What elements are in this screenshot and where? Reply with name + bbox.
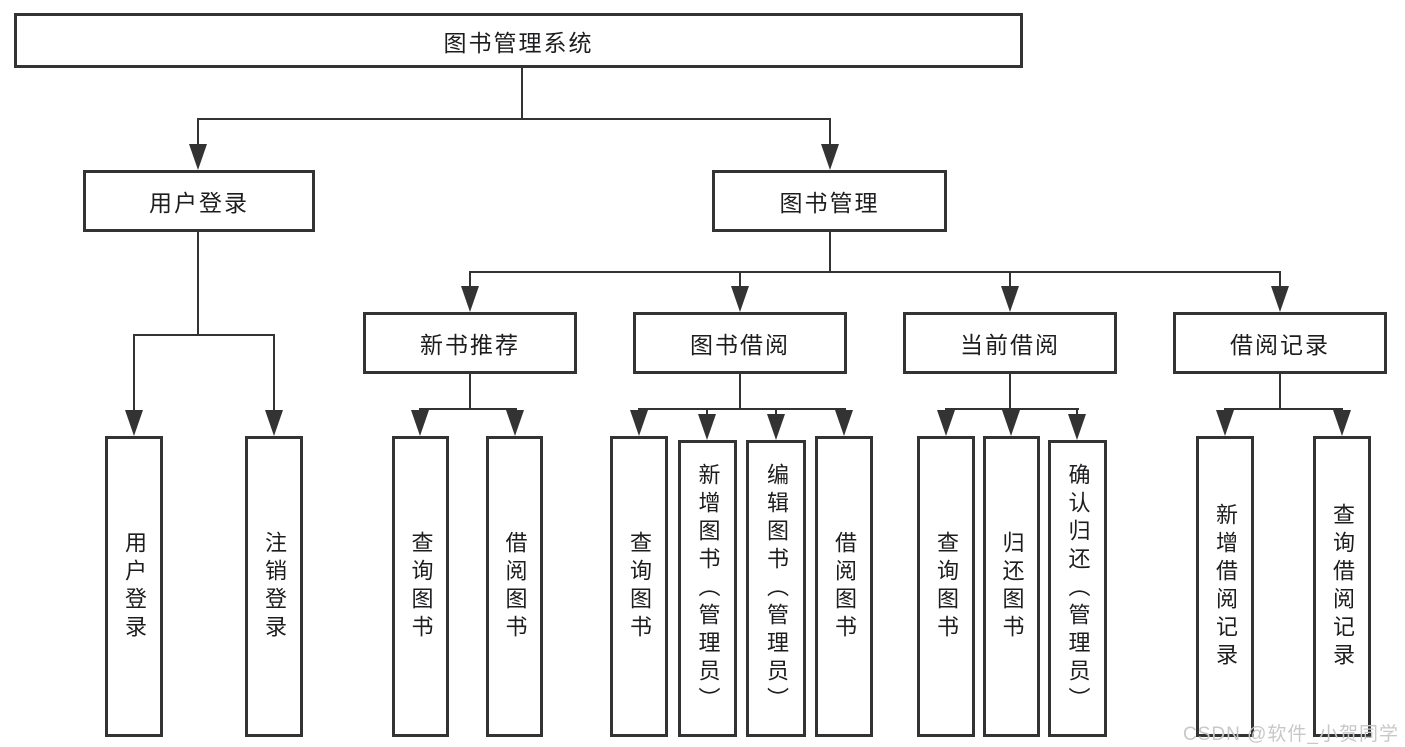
arrow-down-icon bbox=[411, 410, 429, 436]
connector-book-borrow-stem bbox=[739, 374, 741, 410]
node-new-books: 新书推荐 bbox=[363, 312, 577, 374]
leaf-borrow-query: 查询图书 bbox=[610, 436, 668, 737]
watermark: CSDN @软件_小贺同学 bbox=[1183, 724, 1399, 745]
node-borrow-records: 借阅记录 bbox=[1173, 312, 1387, 374]
arrow-down-icon bbox=[1216, 410, 1234, 436]
arrow-down-icon bbox=[835, 410, 853, 436]
connector-to-user-login bbox=[197, 118, 199, 146]
arrow-down-icon bbox=[189, 144, 207, 170]
leaf-logout: 注销登录 bbox=[245, 436, 303, 737]
arrow-down-icon bbox=[937, 410, 955, 436]
leaf-current-confirm-admin: 确认归还（管理员） bbox=[1048, 440, 1107, 737]
connector-leaf-stem bbox=[1076, 408, 1078, 418]
leaf-new-books-query: 查询图书 bbox=[392, 436, 449, 737]
leaf-current-return: 归还图书 bbox=[983, 436, 1040, 737]
arrow-down-icon bbox=[821, 144, 839, 170]
arrow-down-icon bbox=[1068, 414, 1086, 440]
connector-root-branch bbox=[197, 118, 831, 120]
arrow-down-icon bbox=[461, 286, 479, 312]
connector-to-book-borrow bbox=[739, 271, 741, 288]
arrow-down-icon bbox=[265, 410, 283, 436]
leaf-user-login: 用户登录 bbox=[105, 436, 163, 737]
arrow-down-icon bbox=[125, 410, 143, 436]
connector-leaf-stem bbox=[706, 408, 708, 418]
leaf-new-books-borrow: 借阅图书 bbox=[486, 436, 543, 737]
node-current-borrow: 当前借阅 bbox=[903, 312, 1117, 374]
connector-leaf-stem bbox=[775, 408, 777, 418]
leaf-borrow-book: 借阅图书 bbox=[815, 436, 873, 737]
arrow-down-icon bbox=[767, 414, 785, 440]
connector-to-new-books bbox=[469, 271, 471, 288]
arrow-down-icon bbox=[630, 410, 648, 436]
connector-to-book-management bbox=[829, 118, 831, 146]
connector-root-stem bbox=[521, 68, 523, 120]
leaf-records-query: 查询借阅记录 bbox=[1313, 436, 1371, 737]
arrow-down-icon bbox=[1333, 410, 1351, 436]
node-user-login: 用户登录 bbox=[83, 170, 315, 232]
connector-book-management-branch bbox=[469, 271, 1281, 273]
connector-borrow-records-branch bbox=[1224, 408, 1343, 410]
connector-current-borrow-branch bbox=[945, 408, 1079, 410]
arrow-down-icon bbox=[506, 410, 524, 436]
arrow-down-icon bbox=[1001, 286, 1019, 312]
connector-to-user-login-leaf bbox=[133, 334, 135, 412]
connector-current-borrow-stem bbox=[1009, 374, 1011, 410]
connector-to-borrow-records bbox=[1279, 271, 1281, 288]
leaf-borrow-edit-admin: 编辑图书（管理员） bbox=[746, 440, 806, 737]
connector-book-borrow-branch bbox=[638, 408, 846, 410]
arrow-down-icon bbox=[698, 414, 716, 440]
connector-new-books-stem bbox=[469, 374, 471, 410]
node-book-management: 图书管理 bbox=[712, 170, 947, 232]
connector-to-logout-leaf bbox=[273, 334, 275, 412]
connector-user-login-branch bbox=[133, 334, 275, 336]
connector-borrow-records-stem bbox=[1279, 374, 1281, 410]
connector-new-books-branch bbox=[419, 408, 517, 410]
leaf-records-add: 新增借阅记录 bbox=[1196, 436, 1254, 737]
connector-user-login-stem bbox=[197, 232, 199, 336]
connector-book-management-stem bbox=[829, 232, 831, 273]
connector-to-current-borrow bbox=[1009, 271, 1011, 288]
leaf-borrow-add-admin: 新增图书（管理员） bbox=[678, 440, 737, 737]
arrow-down-icon bbox=[1271, 286, 1289, 312]
arrow-down-icon bbox=[1002, 410, 1020, 436]
arrow-down-icon bbox=[731, 286, 749, 312]
node-book-borrow: 图书借阅 bbox=[633, 312, 847, 374]
node-library-management-system: 图书管理系统 bbox=[14, 13, 1023, 68]
leaf-current-query: 查询图书 bbox=[917, 436, 975, 737]
